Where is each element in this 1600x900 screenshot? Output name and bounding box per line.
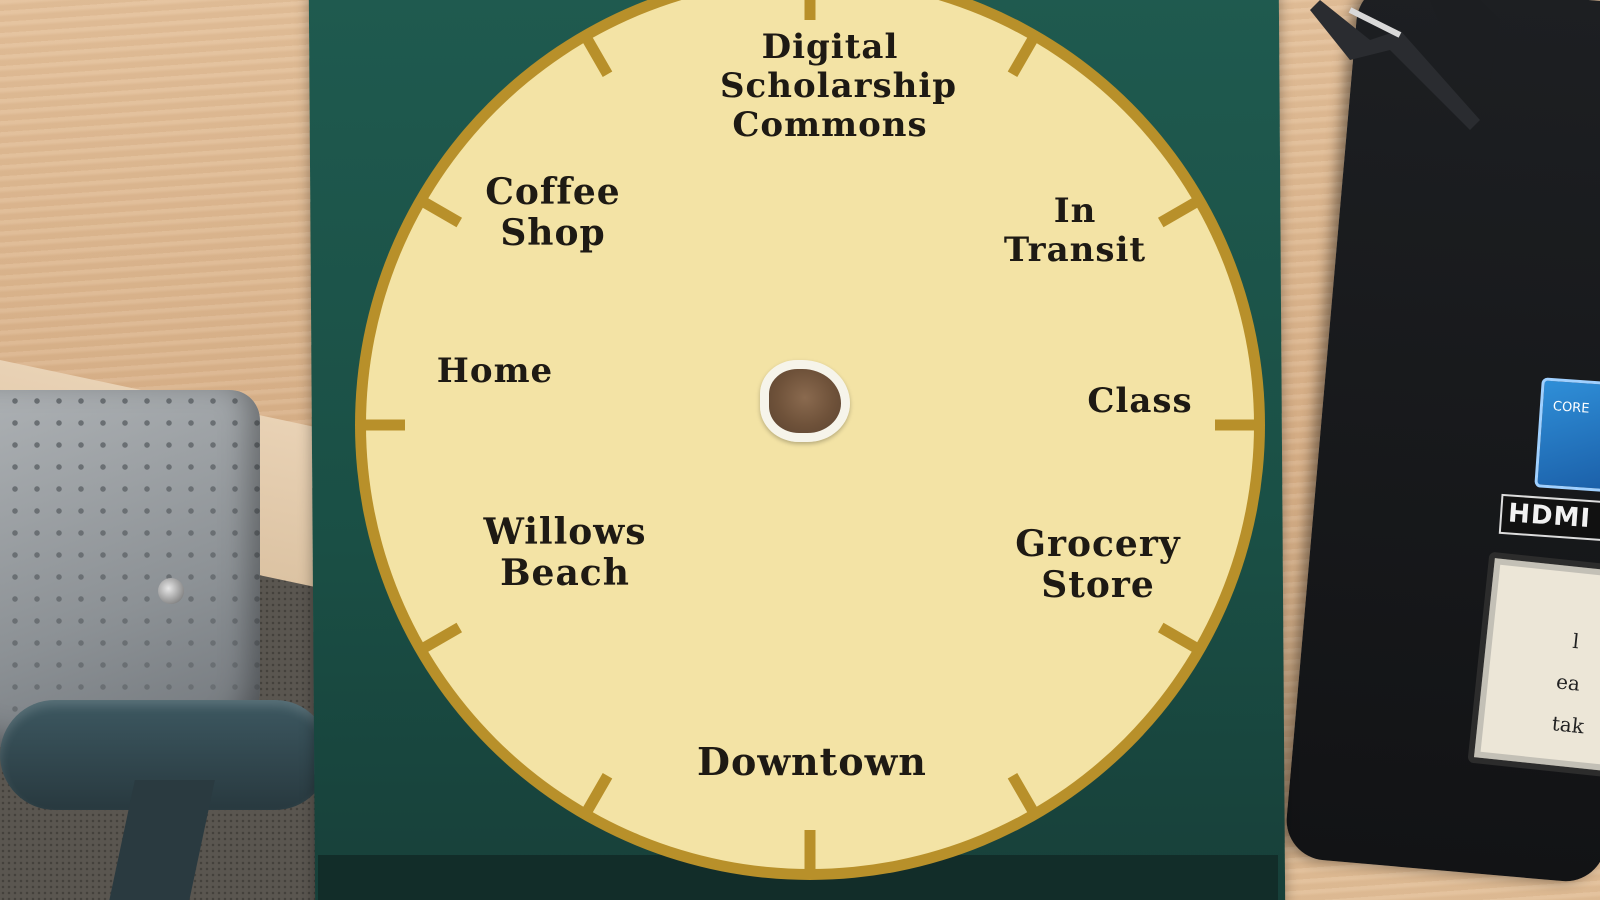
label-class: Class <box>1075 381 1205 421</box>
label-text: Home <box>436 351 554 391</box>
sticker-text: CORE <box>1552 399 1590 417</box>
dial-tick <box>1007 30 1041 78</box>
hdmi-port-label: HDMI <box>1498 493 1600 543</box>
center-pin-hole <box>760 360 850 442</box>
taped-note: l ea tak <box>1467 551 1600 781</box>
dial-tick <box>1157 622 1205 656</box>
label-willows-beach: Willows Beach <box>465 511 665 595</box>
label-digital-scholarship-commons: Digital Scholarship Commons <box>720 27 956 145</box>
label-text: Digital Scholarship Commons <box>720 27 958 146</box>
note-line: tak <box>1550 711 1586 739</box>
label-in-transit: In Transit <box>975 191 1175 271</box>
location-dial: Digital Scholarship Commons Coffee Shop … <box>345 0 1275 890</box>
label-home: Home <box>425 351 565 391</box>
dial-tick <box>1007 772 1041 820</box>
label-grocery-store: Grocery Store <box>1003 523 1193 607</box>
label-downtown: Downtown <box>697 740 927 784</box>
label-text: Coffee Shop <box>485 171 621 255</box>
label-text: Downtown <box>697 739 927 784</box>
note-line: ea <box>1555 669 1582 696</box>
intel-sticker: CORE <box>1534 377 1600 493</box>
note-line: l <box>1571 628 1581 654</box>
label-text: Grocery Store <box>1015 523 1181 607</box>
dial-tick <box>415 622 463 656</box>
label-text: Class <box>1087 381 1193 421</box>
dial-tick <box>415 194 463 228</box>
chair-back <box>0 390 260 750</box>
dial-tick <box>579 30 613 78</box>
chair-bolt <box>158 578 184 604</box>
dial-tick <box>1157 194 1205 228</box>
dial-ticks <box>358 0 1262 877</box>
label-coffee-shop: Coffee Shop <box>463 171 643 255</box>
label-text: In Transit <box>1003 191 1147 271</box>
dial-tick <box>579 772 613 820</box>
scissors-icon <box>1310 0 1500 130</box>
label-text: Willows Beach <box>483 511 647 595</box>
